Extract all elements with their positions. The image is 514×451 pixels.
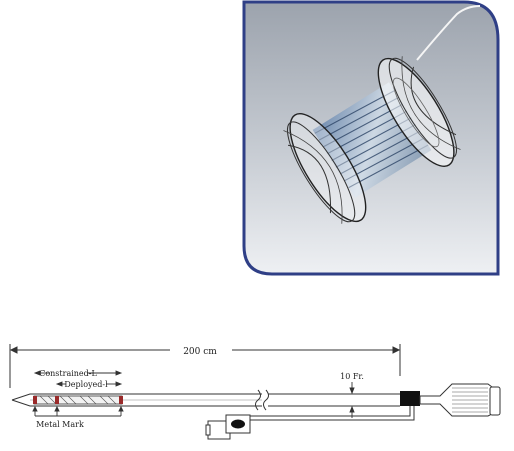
hub-connector xyxy=(400,391,420,406)
diameter-dimension xyxy=(349,382,355,418)
delivery-handle xyxy=(419,383,501,417)
constrained-length-dimension xyxy=(33,370,123,376)
catheter-shaft xyxy=(11,393,400,407)
metal-mark-distal xyxy=(119,396,123,404)
diameter-label: 10 Fr. xyxy=(340,372,364,381)
metal-mark-proximal xyxy=(33,396,37,404)
stent-image xyxy=(283,5,481,224)
metal-mark-label: Metal Mark xyxy=(36,420,84,429)
total-length-dimension xyxy=(9,344,401,388)
deployed-length-label: Deployed-l xyxy=(64,380,108,389)
stent-photo xyxy=(242,0,500,276)
stent-photo-graphic xyxy=(242,0,500,276)
luer-lock-port xyxy=(205,414,251,440)
guidewire-tube xyxy=(236,406,415,421)
delivery-system-diagram: 200 cm Constrained-L Deployed-l xyxy=(0,330,514,447)
deployed-length-dimension xyxy=(55,381,123,387)
shaft-break-mark xyxy=(255,389,269,411)
metal-mark-pointers xyxy=(32,405,124,417)
metal-mark-middle xyxy=(55,396,59,404)
constrained-stent-segment xyxy=(33,395,123,405)
constrained-length-label: Constrained-L xyxy=(39,369,97,378)
delivery-system-drawing: 200 cm Constrained-L Deployed-l xyxy=(9,344,501,440)
total-length-label: 200 cm xyxy=(183,347,217,357)
